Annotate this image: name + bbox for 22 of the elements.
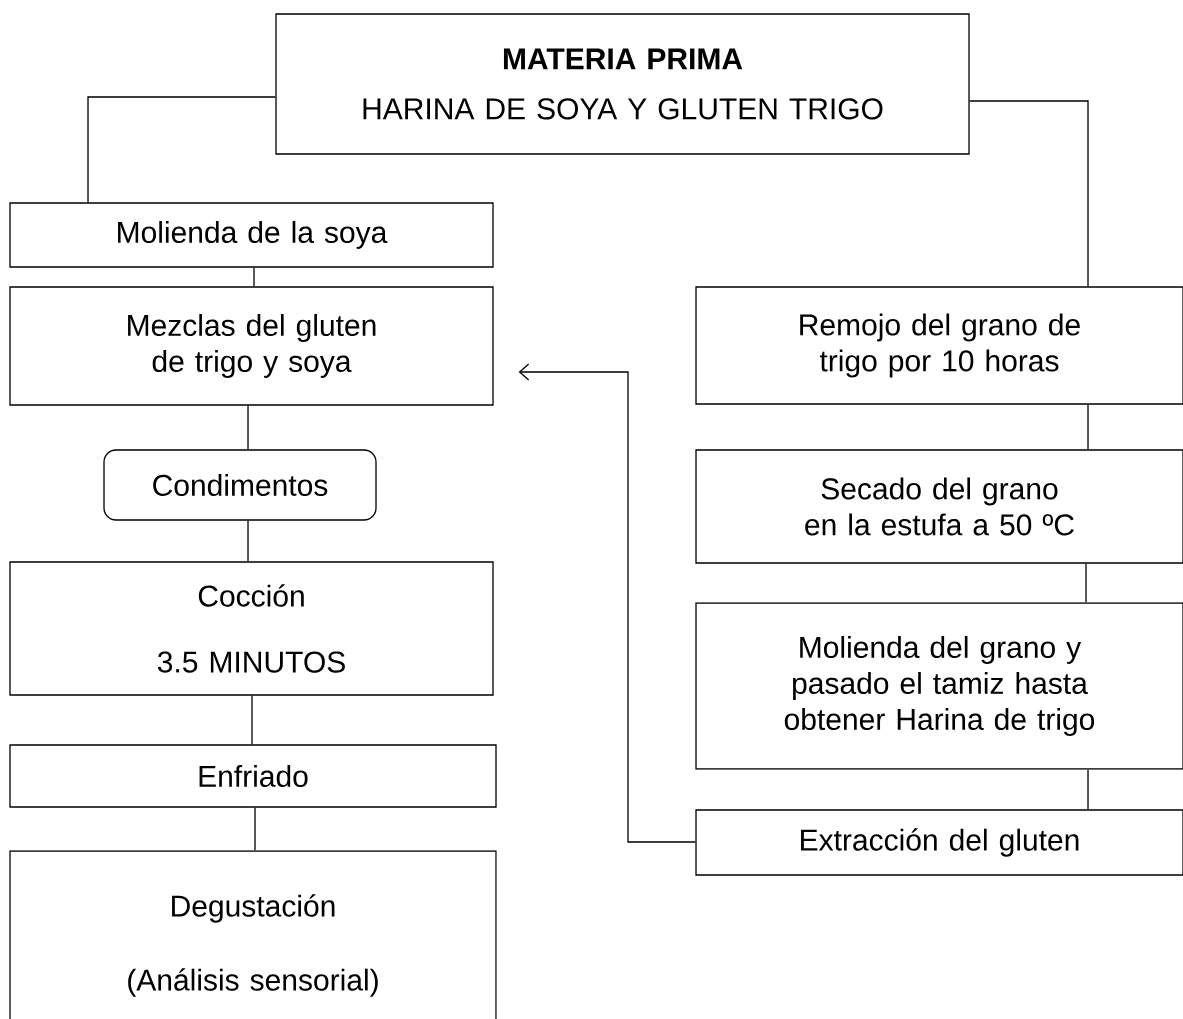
process-box: Secado del grano en la estufa a 50 ºC: [695, 449, 1183, 564]
connector: [969, 100, 1089, 287]
connector: [247, 405, 249, 450]
process-box: Remojo del grano de trigo por 10 horas: [695, 286, 1183, 405]
process-box: Mezclas del gluten de trigo y soya: [9, 286, 494, 406]
rounded-box: Condimentos: [103, 449, 377, 521]
connector: [87, 96, 276, 203]
connector: [254, 807, 256, 851]
connector: [247, 520, 249, 562]
process-box: Molienda del grano y pasado el tamiz hasta obtener Harina de trigo: [695, 602, 1183, 770]
process-box: Extracción del gluten: [695, 809, 1183, 876]
process-box: Molienda de la soya: [9, 202, 494, 268]
connector: [251, 695, 253, 745]
process-box: Cocción 3.5 MINUTOS: [9, 561, 494, 696]
process-box: Degustación (Análisis sensorial): [9, 850, 497, 1019]
process-box: MATERIA PRIMA HARINA DE SOYA Y GLUTEN TRIGO: [275, 13, 970, 155]
connector: [1087, 404, 1089, 450]
connector: [253, 267, 255, 287]
connector: [518, 363, 696, 843]
connector: [1085, 563, 1087, 603]
connector: [1087, 769, 1089, 810]
process-box: Enfriado: [9, 744, 497, 808]
